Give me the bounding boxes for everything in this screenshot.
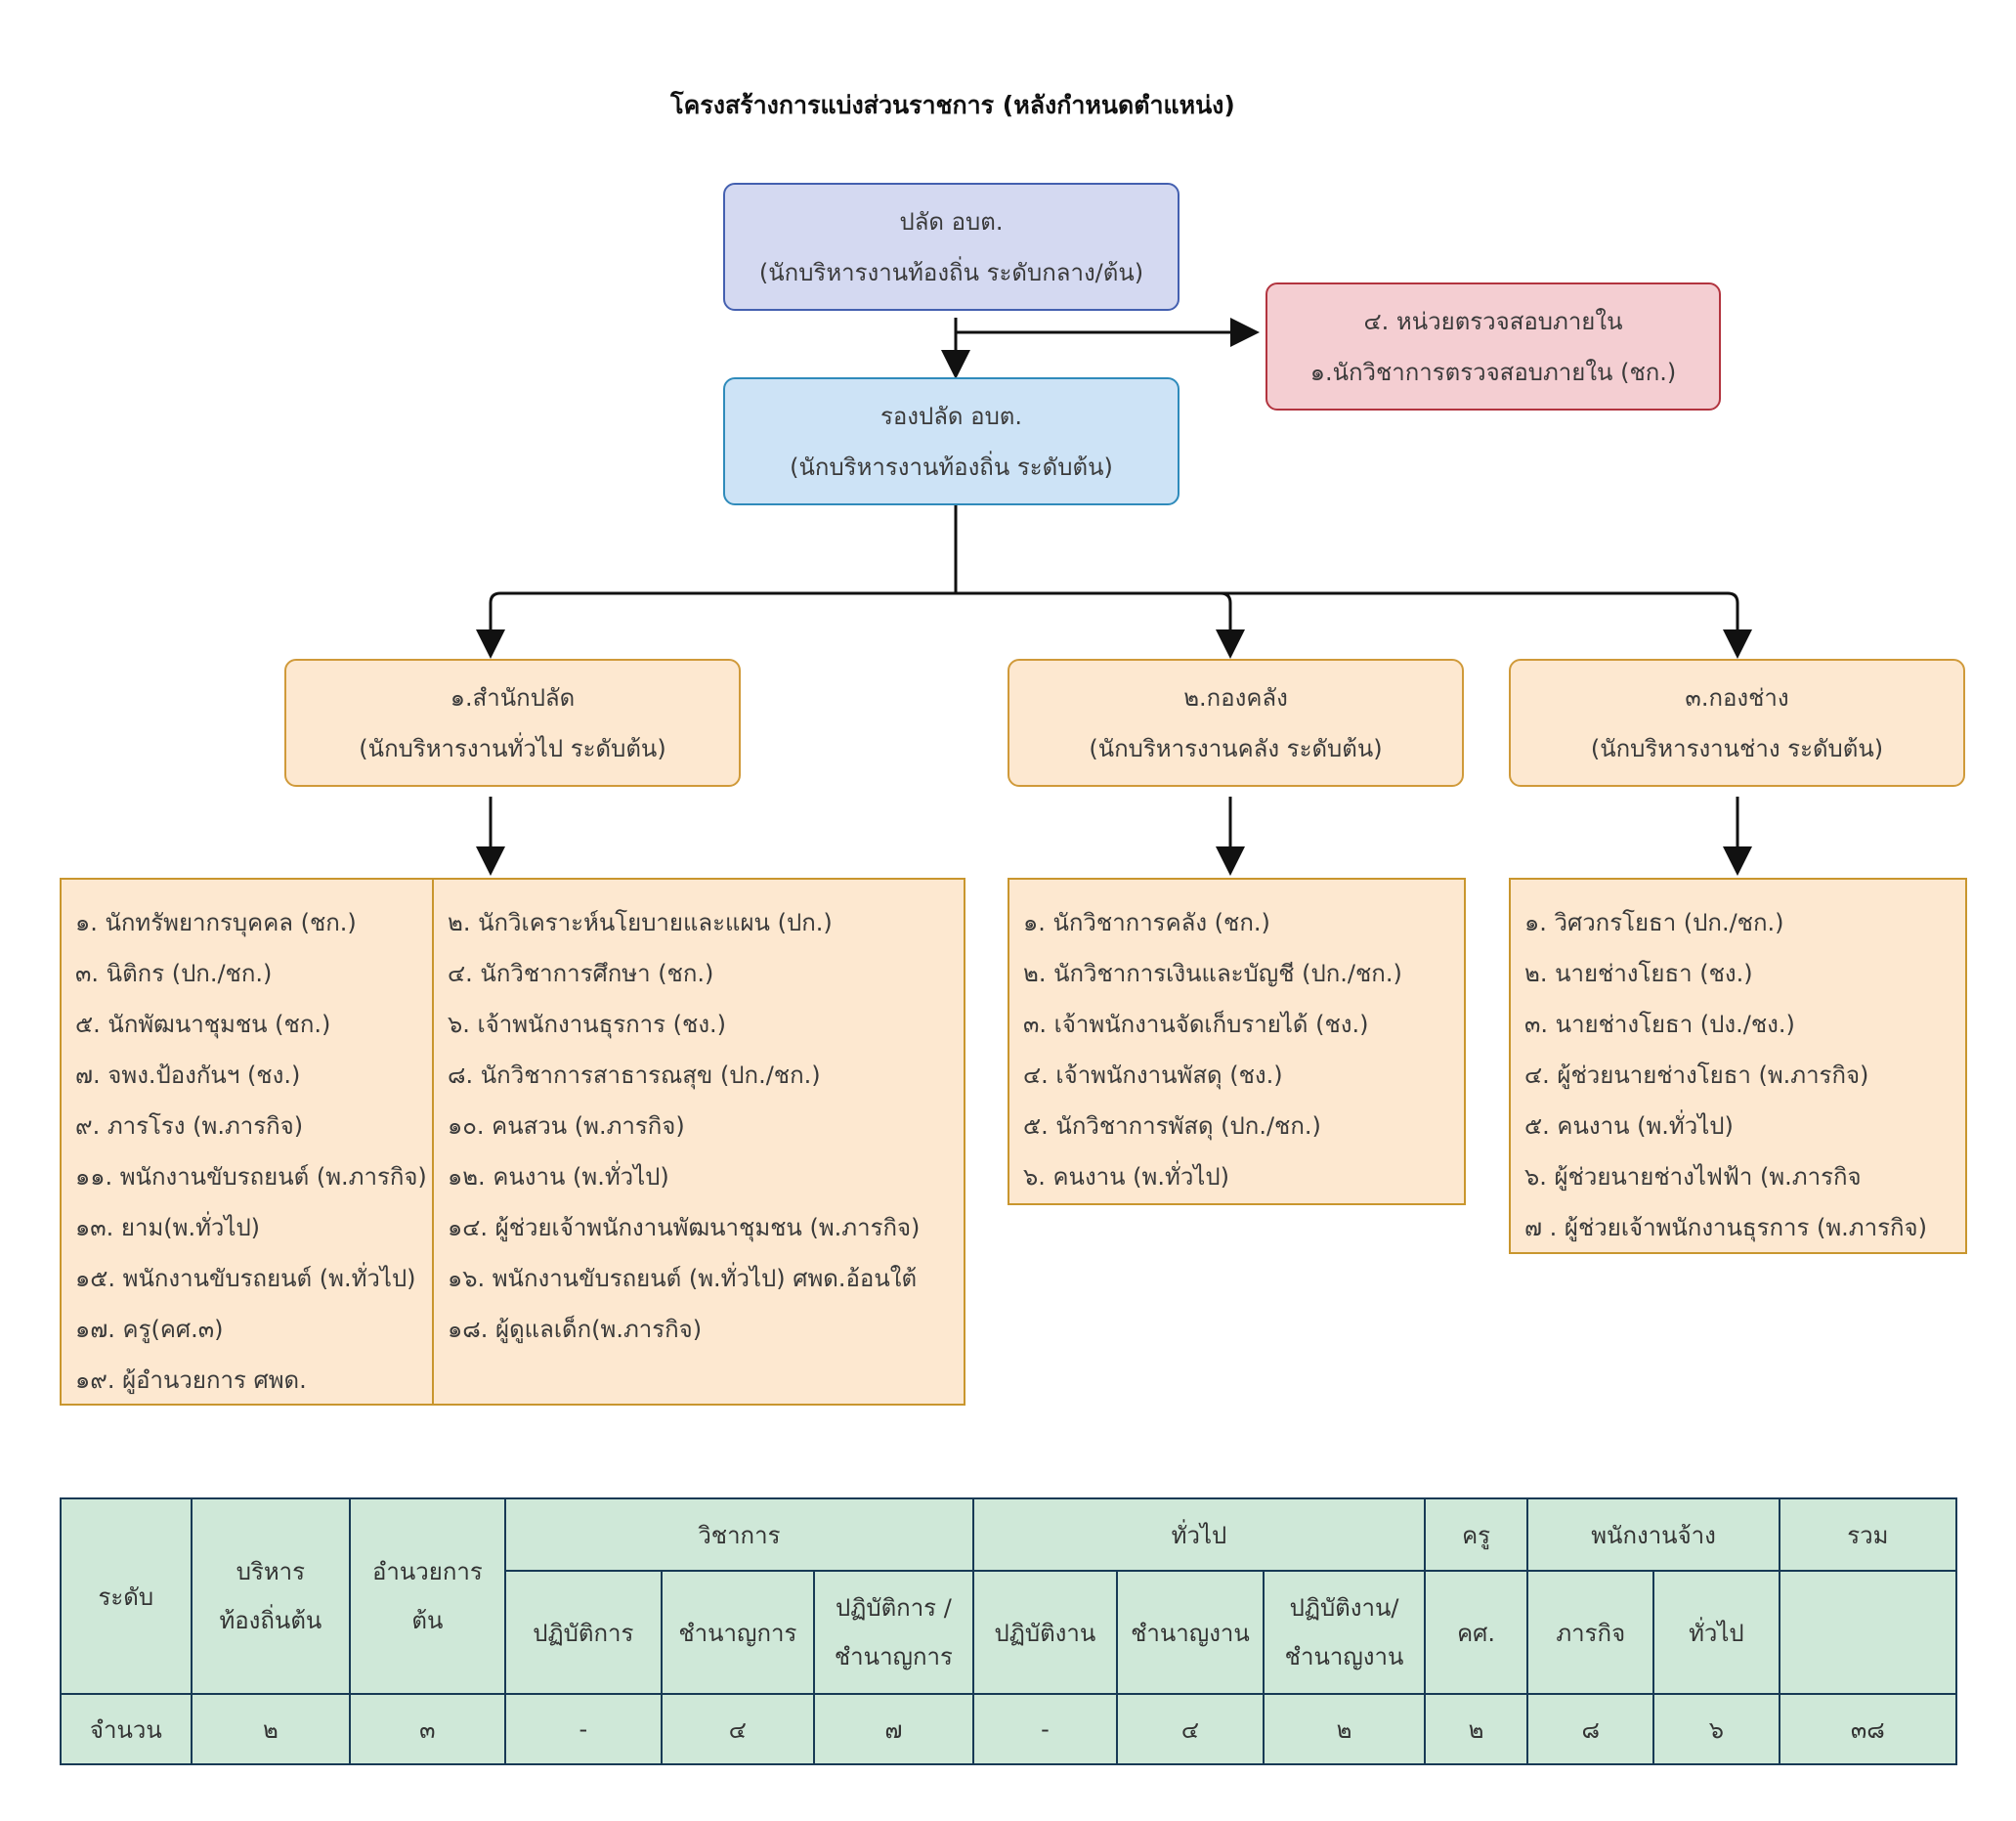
count-cell: ๔ xyxy=(661,1693,815,1765)
list-item: ๒. นักวิเคราะห์นโยบายและแผน (ปก.) xyxy=(448,909,833,936)
list-item: ๙. ภารโรง (พ.ภารกิจ) xyxy=(75,1112,304,1140)
list-item: ๑. นักวิชาการคลัง (ชก.) xyxy=(1023,909,1270,936)
office-staff-column-left: ๑. นักทรัพยากรบุคคล (ชก.) ๓. นิติกร (ปก.… xyxy=(62,880,434,1404)
internal-audit-box: ๔. หน่วยตรวจสอบภายใน ๑.นักวิชาการตรวจสอบ… xyxy=(1265,282,1721,411)
count-cell: ๒ xyxy=(1423,1693,1529,1765)
chief-administrator-level: (นักบริหารงานท้องถิ่น ระดับกลาง/ต้น) xyxy=(758,258,1144,286)
office-of-chief-box: ๑.สำนักปลัด (นักบริหารงานทั่วไป ระดับต้น… xyxy=(284,659,741,787)
list-item: ๔. เจ้าพนักงานพัสดุ (ชง.) xyxy=(1023,1062,1283,1089)
internal-audit-position: ๑.นักวิชาการตรวจสอบภายใน (ชก.) xyxy=(1309,358,1677,386)
count-cell: ๒ xyxy=(1263,1693,1426,1765)
mission-employee-header: ภารกิจ xyxy=(1526,1570,1655,1695)
operation-header: ปฏิบัติงาน xyxy=(972,1570,1118,1695)
finance-division-title: ๒.กองคลัง xyxy=(1183,683,1288,712)
practitioner-header: ปฏิบัติการ xyxy=(503,1570,664,1695)
chief-administrator-box: ปลัด อบต. (นักบริหารงานท้องถิ่น ระดับกลา… xyxy=(723,183,1180,311)
level-header: ระดับ xyxy=(60,1497,193,1695)
teacher-header: ครู xyxy=(1423,1497,1529,1572)
count-cell: ๒ xyxy=(190,1693,352,1765)
count-cell: - xyxy=(972,1693,1118,1765)
list-item: ๗ . ผู้ช่วยเจ้าพนักงานธุรการ (พ.ภารกิจ) xyxy=(1524,1214,1927,1241)
engineering-staff-column: ๑. วิศวกรโยธา (ปก./ชก.) ๒. นายช่างโยธา (… xyxy=(1511,880,1965,1252)
count-cell: ๖ xyxy=(1652,1693,1780,1765)
list-item: ๕. นักวิชาการพัสดุ (ปก./ชก.) xyxy=(1023,1112,1321,1140)
list-item: ๑๒. คนงาน (พ.ทั่วไป) xyxy=(448,1163,669,1191)
list-item: ๑๐. คนสวน (พ.ภารกิจ) xyxy=(448,1112,685,1140)
list-item: ๑๘. ผู้ดูแลเด็ก(พ.ภารกิจ) xyxy=(448,1316,703,1343)
list-item: ๑๖. พนักงานขับรถยนต์ (พ.ทั่วไป) ศพด.อ้อน… xyxy=(448,1265,918,1292)
position-summary-table: ระดับ บริหารท้องถิ่นต้น อำนวยการต้น วิชา… xyxy=(60,1497,1958,1765)
total-count-cell: ๓๘ xyxy=(1778,1693,1958,1765)
engineering-division-box: ๓.กองช่าง (นักบริหารงานช่าง ระดับต้น) xyxy=(1509,659,1965,787)
list-item: ๔. ผู้ช่วยนายช่างโยธา (พ.ภารกิจ) xyxy=(1524,1062,1869,1089)
engineering-staff-list: ๑. วิศวกรโยธา (ปก./ชก.) ๒. นายช่างโยธา (… xyxy=(1509,878,1967,1254)
list-item: ๑๗. ครู(คศ.๓) xyxy=(75,1316,224,1343)
total-subheader-empty xyxy=(1778,1570,1958,1695)
connector-branch-bar xyxy=(489,591,1739,653)
table-row: จำนวน ๒ ๓ - ๔ ๗ - ๔ ๒ ๒ ๘ ๖ ๓๘ xyxy=(60,1693,1958,1765)
count-cell: ๘ xyxy=(1526,1693,1655,1765)
list-item: ๖. คนงาน (พ.ทั่วไป) xyxy=(1023,1163,1229,1191)
list-item: ๑๕. พนักงานขับรถยนต์ (พ.ทั่วไป) xyxy=(75,1265,416,1292)
list-item: ๑๓. ยาม(พ.ทั่วไป) xyxy=(75,1214,261,1241)
list-item: ๗. จพง.ป้องกันฯ (ชง.) xyxy=(75,1062,301,1089)
table-subheader-row: ปฏิบัติการ ชำนาญการ ปฏิบัติการ /ชำนาญการ… xyxy=(61,1570,1958,1695)
finance-staff-list: ๑. นักวิชาการคลัง (ชก.) ๒. นักวิชาการเงิ… xyxy=(1008,878,1466,1205)
general-header: ทั่วไป xyxy=(972,1497,1426,1572)
list-item: ๓. นิติกร (ปก./ชก.) xyxy=(75,960,273,987)
finance-staff-column: ๑. นักวิชาการคลัง (ชก.) ๒. นักวิชาการเงิ… xyxy=(1009,880,1464,1203)
list-item: ๖. เจ้าพนักงานธุรการ (ชง.) xyxy=(448,1011,727,1038)
list-item: ๑. วิศวกรโยธา (ปก./ชก.) xyxy=(1524,909,1784,936)
connector-branch-finance xyxy=(1216,591,1245,659)
chief-administrator-title: ปลัด อบต. xyxy=(899,207,1004,236)
academic-header: วิชาการ xyxy=(503,1497,975,1572)
list-item: ๘. นักวิชาการสาธารณสุข (ปก./ชก.) xyxy=(448,1062,821,1089)
list-item: ๕. นักพัฒนาชุมชน (ชก.) xyxy=(75,1011,331,1038)
general-employee-header: ทั่วไป xyxy=(1652,1570,1780,1695)
list-item: ๑๔. ผู้ช่วยเจ้าพนักงานพัฒนาชุมชน (พ.ภารก… xyxy=(448,1214,921,1241)
list-item: ๒. นักวิชาการเงินและบัญชี (ปก./ชก.) xyxy=(1023,960,1402,987)
count-cell: ๔ xyxy=(1115,1693,1265,1765)
list-item: ๑. นักทรัพยากรบุคคล (ชก.) xyxy=(75,909,357,936)
finance-division-level: (นักบริหารงานคลัง ระดับต้น) xyxy=(1089,734,1383,762)
operation-skilled-header: ปฏิบัติงาน/ชำนาญงาน xyxy=(1263,1570,1426,1695)
list-item: ๑๙. ผู้อำนวยการ ศพด. xyxy=(75,1366,307,1394)
list-item: ๖. ผู้ช่วยนายช่างไฟฟ้า (พ.ภารกิจ xyxy=(1524,1163,1862,1191)
finance-division-box: ๒.กองคลัง (นักบริหารงานคลัง ระดับต้น) xyxy=(1008,659,1464,787)
engineering-division-level: (นักบริหารงานช่าง ระดับต้น) xyxy=(1590,734,1884,762)
list-item: ๓. นายช่างโยธา (ปง./ชง.) xyxy=(1524,1011,1795,1038)
chart-title: โครงสร้างการแบ่งส่วนราชการ (หลังกำหนดตำแ… xyxy=(670,91,1235,119)
professional-header: ชำนาญการ xyxy=(661,1570,815,1695)
executive-header: บริหารท้องถิ่นต้น xyxy=(190,1497,352,1695)
employee-header: พนักงานจ้าง xyxy=(1526,1497,1780,1572)
list-item: ๒. นายช่างโยธา (ชง.) xyxy=(1524,960,1753,987)
office-staff-list: ๑. นักทรัพยากรบุคคล (ชก.) ๓. นิติกร (ปก.… xyxy=(60,878,965,1406)
deputy-administrator-box: รองปลัด อบต. (นักบริหารงานท้องถิ่น ระดับ… xyxy=(723,377,1180,505)
internal-audit-title: ๔. หน่วยตรวจสอบภายใน xyxy=(1363,307,1623,335)
total-header: รวม xyxy=(1778,1497,1958,1572)
count-cell: - xyxy=(503,1693,664,1765)
office-of-chief-level: (นักบริหารงานทั่วไป ระดับต้น) xyxy=(359,734,666,762)
office-staff-column-right: ๒. นักวิเคราะห์นโยบายและแผน (ปก.) ๔. นัก… xyxy=(434,880,964,1404)
deputy-administrator-level: (นักบริหารงานท้องถิ่น ระดับต้น) xyxy=(790,453,1113,481)
deputy-administrator-title: รองปลัด อบต. xyxy=(879,402,1023,430)
teacher-grade-header: คศ. xyxy=(1423,1570,1529,1695)
list-item: ๓. เจ้าพนักงานจัดเก็บรายได้ (ชง.) xyxy=(1023,1011,1369,1038)
practitioner-professional-header: ปฏิบัติการ /ชำนาญการ xyxy=(812,1570,975,1695)
count-cell: ๓ xyxy=(349,1693,506,1765)
list-item: ๑๑. พนักงานขับรถยนต์ (พ.ภารกิจ) xyxy=(75,1163,427,1191)
count-label: จำนวน xyxy=(60,1693,193,1765)
engineering-division-title: ๓.กองช่าง xyxy=(1685,683,1789,712)
skilled-header: ชำนาญงาน xyxy=(1115,1570,1265,1695)
list-item: ๔. นักวิชาการศึกษา (ชก.) xyxy=(448,960,714,987)
director-header: อำนวยการต้น xyxy=(349,1497,506,1695)
list-item: ๕. คนงาน (พ.ทั่วไป) xyxy=(1524,1112,1734,1140)
office-of-chief-title: ๑.สำนักปลัด xyxy=(450,683,576,712)
count-cell: ๗ xyxy=(812,1693,975,1765)
table-header-row: ระดับ บริหารท้องถิ่นต้น อำนวยการต้น วิชา… xyxy=(60,1497,1958,1695)
